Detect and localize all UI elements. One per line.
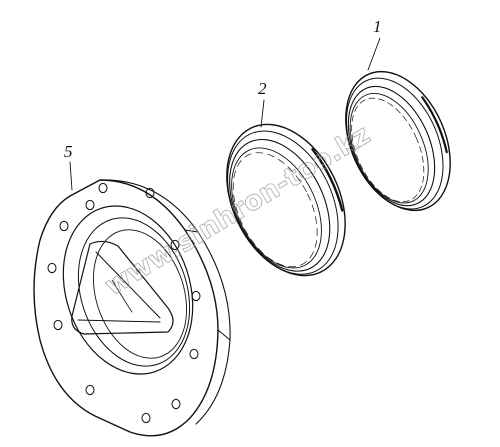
callout-2: 2: [258, 79, 267, 98]
leader-line-1: [367, 37, 381, 71]
part-2-seal-ring: [226, 123, 346, 277]
callout-5: 5: [64, 142, 73, 161]
callout-1: 1: [373, 17, 382, 36]
watermark-text: www.sinhron-too.kz: [100, 119, 376, 302]
part-5-flange-housing: [33, 179, 231, 437]
leader-line-5: [69, 161, 73, 191]
leader-line-2: [260, 99, 265, 128]
